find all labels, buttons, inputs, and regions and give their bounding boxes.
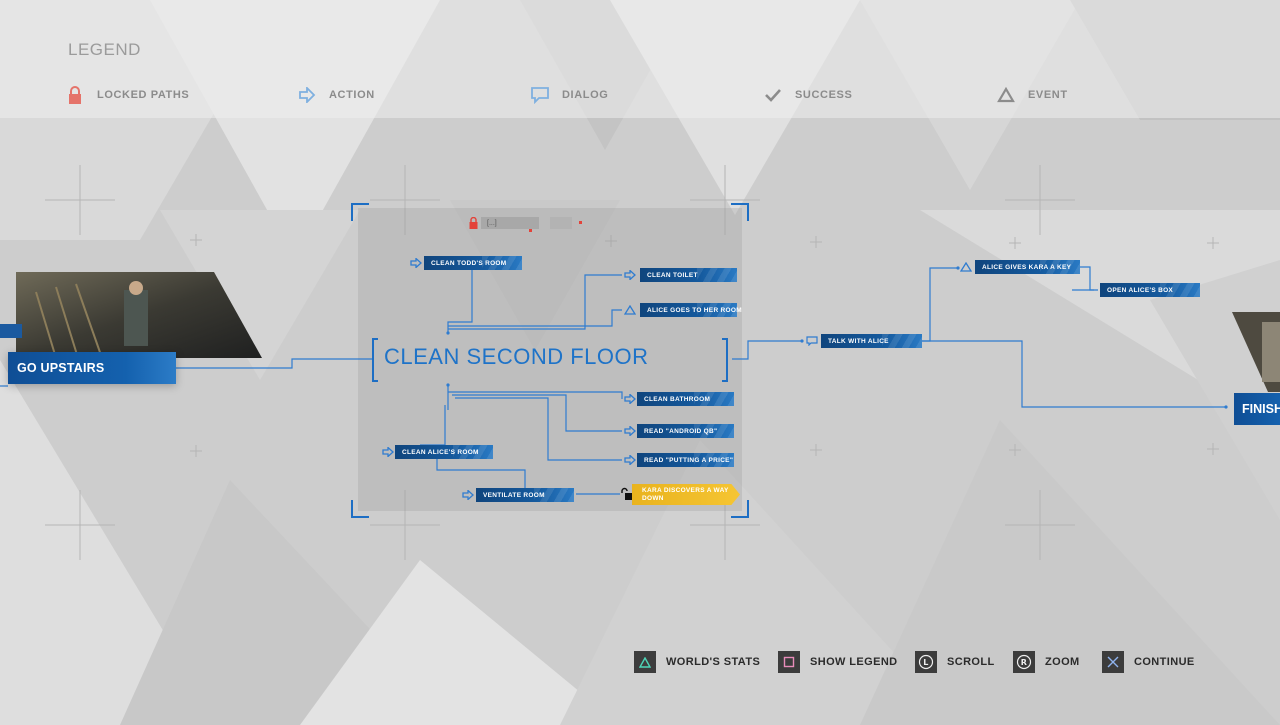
arrow-right-icon: [622, 453, 638, 467]
node-label: [...]: [487, 219, 497, 227]
legend-label: SUCCESS: [795, 89, 853, 101]
arrow-right-icon: [460, 488, 476, 502]
node-go-upstairs[interactable]: GO UPSTAIRS: [8, 352, 176, 384]
control-worlds-stats[interactable]: WORLD'S STATS: [634, 648, 760, 676]
node-label: CLEAN TOILET: [647, 271, 698, 279]
node-finish[interactable]: FINISH: [1234, 393, 1280, 425]
legend-label: EVENT: [1028, 89, 1068, 101]
scene-title: CLEAN SECOND FLOOR: [384, 344, 649, 369]
checkmark-icon: [762, 86, 784, 104]
node-label: KARA DISCOVERS A WAY DOWN: [642, 487, 729, 502]
panel-corner: [351, 203, 369, 221]
arrow-right-icon: [408, 256, 424, 270]
control-label: CONTINUE: [1134, 656, 1195, 668]
finish-thumbnail: [1232, 312, 1280, 392]
legend-item-action: ACTION: [296, 86, 375, 104]
node-open-alices-box[interactable]: OPEN ALICE'S BOX: [1100, 283, 1200, 297]
arrow-right-icon: [622, 392, 638, 406]
control-label: ZOOM: [1045, 656, 1080, 668]
node-talk-with-alice[interactable]: TALK WITH ALICE: [821, 334, 922, 348]
lock-icon: [469, 216, 478, 234]
speech-bubble-icon: [529, 86, 551, 104]
node-clean-todds-room[interactable]: CLEAN TODD'S ROOM: [424, 256, 522, 270]
panel-corner: [351, 500, 369, 518]
triangle-button-icon: [634, 651, 656, 673]
node-label: TALK WITH ALICE: [828, 337, 889, 345]
control-scroll[interactable]: L SCROLL: [915, 648, 995, 676]
node-locked[interactable]: [...]: [481, 217, 539, 229]
node-label: CLEAN ALICE'S ROOM: [402, 448, 479, 456]
arrow-right-icon: [296, 86, 318, 104]
node-label: ALICE GOES TO HER ROOM: [647, 306, 742, 314]
node-read-android-qb[interactable]: READ "ANDROID QB": [637, 424, 734, 438]
r-stick-icon: R: [1013, 651, 1035, 673]
legend-label: ACTION: [329, 89, 375, 101]
control-continue[interactable]: CONTINUE: [1102, 648, 1195, 676]
lock-icon: [64, 86, 86, 104]
node-label: GO UPSTAIRS: [17, 361, 105, 375]
arrow-right-icon: [622, 424, 638, 438]
node-label: READ "ANDROID QB": [644, 427, 718, 435]
title-bracket-right: [722, 338, 728, 382]
node-label: READ "PUTTING A PRICE": [644, 456, 734, 464]
go-upstairs-thumbnail: [16, 272, 262, 359]
legend-label: LOCKED PATHS: [97, 89, 190, 101]
triangle-icon: [995, 86, 1017, 104]
panel-corner: [731, 203, 749, 221]
legend-item-dialog: DIALOG: [529, 86, 608, 104]
node-clean-alices-room[interactable]: CLEAN ALICE'S ROOM: [395, 445, 493, 459]
triangle-icon: [958, 260, 974, 274]
node-clean-bathroom[interactable]: CLEAN BATHROOM: [637, 392, 734, 406]
node-locked-secondary[interactable]: [550, 217, 572, 229]
panel-corner: [731, 500, 749, 518]
triangle-icon: [622, 303, 638, 317]
cross-button-icon: [1102, 651, 1124, 673]
svg-text:L: L: [923, 658, 929, 667]
node-read-putting-a-price[interactable]: READ "PUTTING A PRICE": [637, 453, 734, 467]
square-button-icon: [778, 651, 800, 673]
node-alice-goes-to-her-room[interactable]: ALICE GOES TO HER ROOM: [640, 303, 742, 317]
unlocked-icon: [620, 487, 634, 506]
control-label: SCROLL: [947, 656, 995, 668]
node-label: OPEN ALICE'S BOX: [1107, 286, 1174, 294]
node-alice-gives-kara-a-key[interactable]: ALICE GIVES KARA A KEY: [975, 260, 1080, 274]
node-ventilate-room[interactable]: VENTILATE ROOM: [476, 488, 574, 502]
node-label: VENTILATE ROOM: [483, 491, 545, 499]
control-label: WORLD'S STATS: [666, 656, 761, 668]
node-label: CLEAN BATHROOM: [644, 395, 711, 403]
node-label: FINISH: [1242, 402, 1280, 416]
locked-marker: [529, 229, 532, 232]
control-zoom[interactable]: R ZOOM: [1013, 648, 1080, 676]
speech-bubble-icon: [804, 334, 820, 348]
arrow-right-icon: [622, 268, 638, 282]
prev-node-stub: [0, 324, 22, 338]
control-show-legend[interactable]: SHOW LEGEND: [778, 648, 898, 676]
title-bracket-left: [372, 338, 378, 382]
svg-text:R: R: [1021, 658, 1028, 667]
legend-item-event: EVENT: [995, 86, 1068, 104]
node-clean-toilet[interactable]: CLEAN TOILET: [640, 268, 737, 282]
node-label: ALICE GIVES KARA A KEY: [982, 263, 1072, 271]
node-label: CLEAN TODD'S ROOM: [431, 259, 507, 267]
l-stick-icon: L: [915, 651, 937, 673]
arrow-right-icon: [380, 445, 396, 459]
legend-label: DIALOG: [562, 89, 609, 101]
legend-item-success: SUCCESS: [762, 86, 852, 104]
legend-bar: [0, 0, 1280, 118]
legend-item-locked-paths: LOCKED PATHS: [64, 86, 189, 104]
locked-marker: [579, 221, 582, 224]
control-label: SHOW LEGEND: [810, 656, 898, 668]
node-kara-discovers-a-way-down[interactable]: KARA DISCOVERS A WAY DOWN: [632, 484, 740, 505]
legend-title: LEGEND: [68, 40, 141, 59]
